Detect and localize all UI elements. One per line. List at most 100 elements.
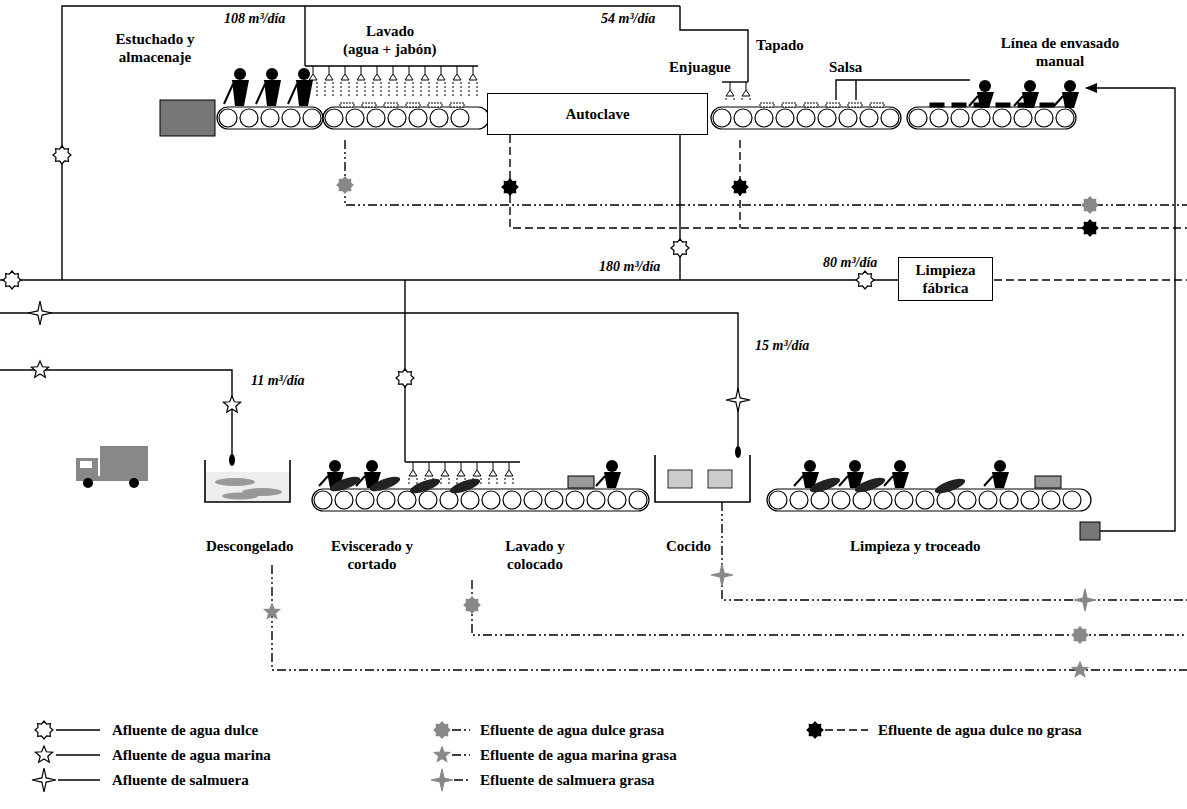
legend-line-sample [825,729,868,730]
conveyor-roller [895,491,913,509]
stage-label: Lavado y colocado [489,537,581,573]
process-box: Limpieza fábrica [898,257,993,301]
conveyor-roller [979,491,997,509]
legend-text: Efluente de agua dulce no grasa [878,721,1082,739]
conveyor-roller [566,491,584,509]
spray-nozzle [409,462,417,476]
conveyor-roller [930,109,948,127]
worker-head [849,460,861,472]
basket [668,470,692,488]
conveyor-roller [832,491,850,509]
spray-nozzle [457,462,465,476]
conveyor-belt [767,489,1091,511]
inflow-pipe [679,135,680,280]
fat-seawater-symbol [1072,662,1087,677]
spray-nozzle [505,462,513,476]
seawater-symbol [31,361,48,377]
worker-head [1024,80,1036,92]
frozen-fish [215,478,255,486]
flow-rate: 180 m³/día [599,258,660,276]
worker-arm [224,84,233,104]
can [952,103,966,107]
conveyor-roller [587,491,605,509]
spray-water [441,478,449,486]
legend-line-sample [454,779,470,780]
can [450,103,464,107]
freshwater-symbol [53,146,71,164]
worker-arm [288,84,297,104]
inlet-nozzle [229,454,235,466]
conveyor-roller [419,491,437,509]
thaw-tank [205,460,290,502]
legend-line-sample [452,754,470,755]
fat-freshwater-symbol [464,597,480,613]
flow-rate: 15 m³/día [755,337,809,355]
stage-label: Salsa [829,58,862,76]
worker-body [296,80,313,106]
conveyor-roller [219,109,237,127]
worker-head [606,460,618,472]
spray-water [505,478,513,486]
spray-nozzle [325,66,333,80]
frozen-fish [222,493,258,500]
fish [448,476,481,496]
tray [1035,476,1061,488]
conveyor-roller [451,109,469,127]
worker-body [232,80,249,106]
spray-nozzle [437,66,445,80]
conveyor-belt [907,107,1076,129]
spray-water [726,98,734,100]
worker-head [366,460,378,472]
legend-line-sample [56,754,100,755]
conveyor-roller [545,491,563,509]
product-transfer-line [1086,88,1175,531]
fat-seawater-symbol [264,604,279,619]
worker-head [1064,80,1076,92]
spray-nozzle [441,462,449,476]
spray-nozzle [489,462,497,476]
can [340,103,354,107]
conveyor-roller [482,491,500,509]
spray-bar [722,81,748,82]
process-box: Autoclave [487,93,708,135]
inflow-pipe [0,279,898,280]
freshwater-symbol [3,271,21,289]
conveyor-roller [1000,491,1018,509]
conveyor-roller [797,109,815,127]
basket [708,470,732,488]
conveyor-roller [440,491,458,509]
conveyor-roller [398,491,416,509]
seawater-symbol [35,746,52,762]
truck-cargo [100,446,148,476]
spray-water [357,82,365,96]
legend-text: Efluente de salmuera grasa [480,771,655,789]
legend-line-sample [452,729,470,730]
effluent-pipe [982,279,1187,280]
freshwater-symbol [35,721,53,739]
legend-line-sample [58,779,100,780]
spray-nozzle [425,462,433,476]
stage-label: Estuchado y almacenaje [104,30,206,66]
spray-nozzle [389,66,397,80]
conveyor-roller [811,491,829,509]
conveyor-roller [1063,491,1081,509]
conveyor-roller [958,491,976,509]
can [996,103,1010,107]
stage-label: Enjuague [669,58,731,76]
conveyor-roller [1021,491,1039,509]
tank-water [205,472,290,502]
spray-water [405,82,413,96]
truck-wheel [129,478,139,488]
tray [568,476,594,488]
worker-body [892,472,909,488]
conveyor-roller [790,491,808,509]
can [428,103,442,107]
effluent-pipe [722,502,1187,600]
spray-nozzle [309,66,317,80]
inflow-pipe [0,313,738,452]
conveyor-roller [972,109,990,127]
conveyor-roller [909,109,927,127]
can [870,103,884,107]
flow-rate: 54 m³/día [601,10,655,28]
spray-nozzle [421,66,429,80]
